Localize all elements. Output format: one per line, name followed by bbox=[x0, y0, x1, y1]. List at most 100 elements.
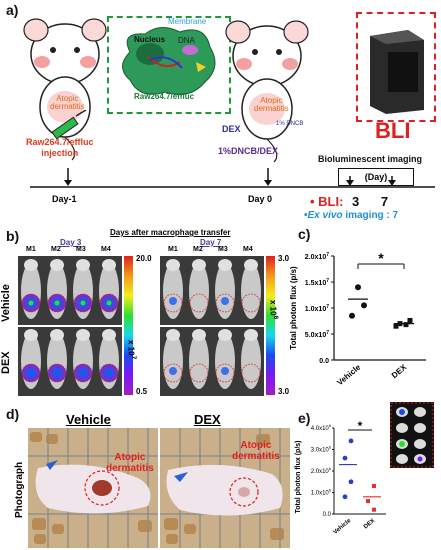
mouse-image bbox=[73, 329, 93, 389]
y-tick-label: 1.0x106 bbox=[311, 488, 332, 497]
bioluminescent-label: Bioluminescent imaging bbox=[318, 154, 423, 164]
raw-effluc-label: Raw264.7/effluc bbox=[134, 92, 195, 101]
mouse-illustration-1 bbox=[23, 18, 107, 161]
ex-vivo-suffix: imaging : 7 bbox=[342, 210, 399, 221]
day-0-label: Day 0 bbox=[248, 194, 273, 204]
photo-vehicle-title: Vehicle bbox=[66, 412, 111, 427]
panel-b-title: Days after macrophage transfer bbox=[110, 228, 231, 237]
y-tick-label: 2.0x107 bbox=[305, 252, 329, 261]
bli-big-label: BLI bbox=[375, 118, 411, 143]
data-point bbox=[366, 499, 370, 504]
y-tick-label: 0.0 bbox=[323, 512, 332, 518]
panel-label-b: b) bbox=[6, 228, 20, 244]
panel-label-a: a) bbox=[6, 2, 19, 18]
atopic-label-2: Atopic bbox=[260, 96, 283, 105]
atopic-label-1: Atopic bbox=[56, 94, 79, 103]
y-tick-label: 4.0x106 bbox=[311, 423, 332, 432]
dncb-dex-label: 1%DNCB/DEX bbox=[218, 146, 279, 156]
bli-bullet: • BLI: bbox=[310, 194, 344, 209]
photo-dermatitis-1: dermatitis bbox=[106, 463, 154, 474]
ex-vivo-prefix: • bbox=[304, 210, 308, 221]
day-box: (Day) bbox=[338, 168, 414, 186]
mouse-image bbox=[189, 329, 209, 389]
mouse-label-m3: M3 bbox=[218, 246, 228, 253]
y-tick-label: 5.0x107 bbox=[305, 330, 329, 339]
left-scale-top: 20.0 bbox=[136, 254, 152, 263]
right-scale-top: 3.0 bbox=[278, 254, 290, 263]
data-point bbox=[372, 507, 376, 512]
mouse-image bbox=[215, 329, 235, 389]
mouse-label-m4: M4 bbox=[243, 246, 253, 253]
ex-vivo-italic: Ex vivo bbox=[307, 210, 343, 221]
ex-vivo-organ-images bbox=[390, 402, 434, 468]
mouse-label-m1: M1 bbox=[26, 246, 36, 253]
photograph-label: Photograph bbox=[14, 461, 25, 518]
membrane-label: Membrane bbox=[168, 17, 207, 26]
nucleus-label: Nucleus bbox=[134, 35, 166, 44]
left-scale-unit: x 107 bbox=[126, 340, 137, 359]
injection-line-2: injection bbox=[41, 148, 79, 158]
mouse-image bbox=[215, 259, 235, 319]
data-point bbox=[348, 479, 354, 485]
day-minus-1-label: Day-1 bbox=[52, 194, 77, 204]
mouse-label-m2: M2 bbox=[193, 246, 203, 253]
dermatitis-label-1: dermatitis bbox=[50, 102, 85, 111]
mouse-image bbox=[21, 259, 41, 319]
mouse-image bbox=[99, 329, 119, 389]
significance-star: * bbox=[378, 250, 384, 266]
data-point bbox=[349, 312, 355, 319]
data-point bbox=[403, 322, 409, 328]
photo-dex-title: DEX bbox=[194, 412, 221, 427]
mouse-label-m2: M2 bbox=[51, 246, 61, 253]
left-scale-bottom: 0.5 bbox=[136, 387, 148, 396]
panel-label-e: e) bbox=[298, 410, 311, 426]
data-point bbox=[348, 438, 354, 444]
mouse-image bbox=[47, 329, 67, 389]
data-point bbox=[342, 455, 348, 461]
panel-label-d: d) bbox=[6, 406, 20, 422]
x-tick-label: DEX bbox=[390, 362, 409, 380]
data-point bbox=[372, 484, 376, 489]
y-axis-label: Total photon flux (p/s) bbox=[295, 441, 302, 514]
y-tick-label: 1.5x107 bbox=[305, 278, 329, 287]
mouse-label-m4: M4 bbox=[101, 246, 111, 253]
macrophage-inset-box bbox=[107, 16, 231, 114]
dermatitis-label-2: dermatitis bbox=[254, 104, 289, 113]
mouse-image bbox=[241, 259, 261, 319]
ex-vivo-line: •Ex vivo imaging : 7 bbox=[304, 210, 398, 221]
left-scale-exp: 7 bbox=[130, 355, 137, 360]
x-tick-label: DEX bbox=[363, 518, 376, 531]
data-point bbox=[393, 323, 399, 329]
data-point bbox=[361, 302, 367, 309]
y-tick-label: 2.0x106 bbox=[311, 466, 332, 475]
mouse-labels-right: M1 M2 M3 M4 bbox=[164, 246, 264, 256]
mouse-image bbox=[163, 329, 183, 389]
dna-label: DNA bbox=[178, 36, 195, 45]
data-point bbox=[407, 317, 413, 323]
mouse-label-m1: M1 bbox=[168, 246, 178, 253]
x-tick-label: Vehicle bbox=[335, 362, 362, 387]
bli-images-day3 bbox=[18, 256, 122, 396]
colorbar-right bbox=[266, 256, 275, 395]
mouse-image bbox=[73, 259, 93, 319]
syringe-icon bbox=[51, 110, 87, 140]
macrophage-cell-illustration bbox=[122, 27, 216, 95]
mouse-illustration-2 bbox=[225, 20, 309, 163]
right-scale-exp: 6 bbox=[272, 315, 279, 320]
mouse-image bbox=[241, 329, 261, 389]
mouse-label-m3: M3 bbox=[76, 246, 86, 253]
x-tick-label: Vehicle bbox=[333, 518, 353, 536]
colorbar-left bbox=[124, 256, 133, 395]
dex-row-label: DEX bbox=[0, 351, 12, 374]
photo-atopic-1: Atopic bbox=[114, 452, 146, 463]
day-3-label: Day 3 bbox=[60, 238, 82, 247]
data-point bbox=[342, 494, 348, 500]
imaging-system-icon bbox=[370, 30, 424, 114]
injection-line-1: Raw264.7/effluc bbox=[26, 137, 94, 147]
vehicle-row-label: Vehicle bbox=[0, 284, 12, 322]
day-7-label: Day 7 bbox=[200, 238, 222, 247]
mouse-image bbox=[99, 259, 119, 319]
panel-label-c: c) bbox=[298, 226, 311, 242]
